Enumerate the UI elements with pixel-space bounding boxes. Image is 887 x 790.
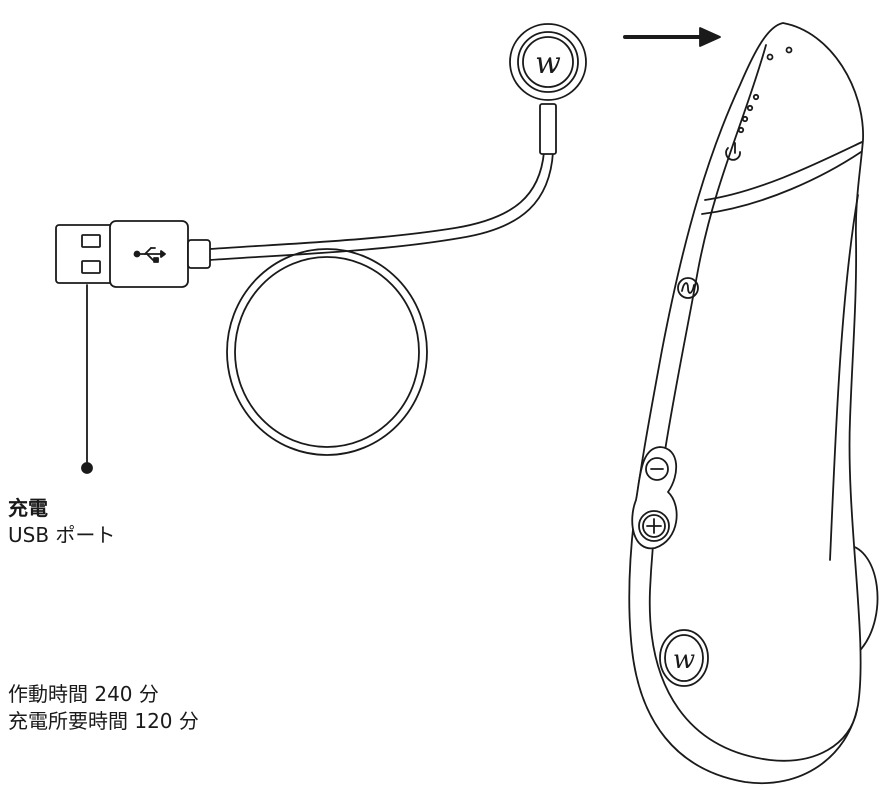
charging-cable <box>209 151 554 456</box>
svg-text:w: w <box>673 645 695 675</box>
charge-time-text: 充電所要時間 120 分 <box>8 709 199 733</box>
charging-port-text: USB ポート <box>8 523 116 547</box>
charging-title: 充電 <box>8 496 48 520</box>
charging-leader-line <box>81 284 93 474</box>
magnetic-connector: w <box>509 23 587 155</box>
charging-port-label: 充電 USB ポート <box>8 495 115 549</box>
runtime-text: 作動時間 240 分 <box>8 682 159 706</box>
w-logo-icon: w <box>659 629 709 687</box>
power-icon <box>725 142 741 161</box>
minus-icon <box>645 457 669 481</box>
plus-icon <box>638 510 670 542</box>
wave-icon <box>677 277 699 299</box>
w-logo-icon: w <box>535 46 561 81</box>
right-arrow-icon <box>623 27 721 47</box>
usb-plug <box>55 220 211 288</box>
battery-specs: 作動時間 240 分 充電所要時間 120 分 <box>8 681 199 735</box>
device-body: w <box>628 22 879 785</box>
usb-icon <box>133 247 166 263</box>
